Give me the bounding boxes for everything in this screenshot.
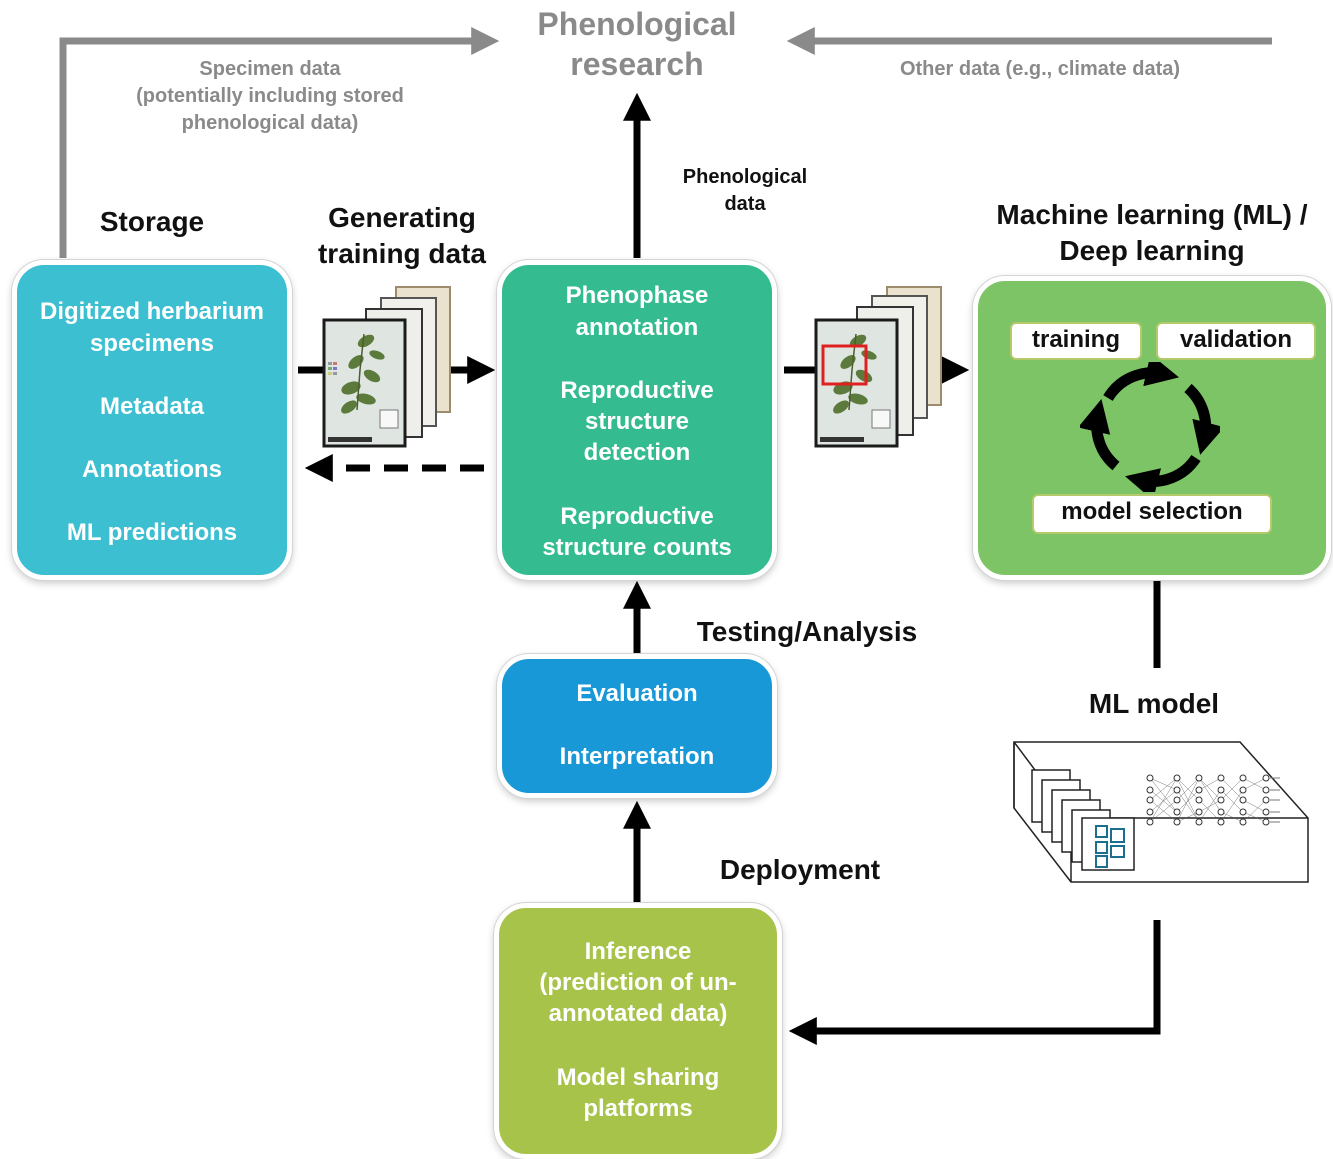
detection-line2: structure [584, 408, 690, 435]
storage-item-ml-predictions: ML predictions [66, 519, 238, 546]
detection-line1: Reproductive [560, 377, 714, 404]
phenological-data-label: Phenological data [655, 164, 835, 218]
phenological-data-line1: Phenological [682, 166, 808, 188]
storage-item-digitized-line1: Digitized herbarium [39, 298, 265, 325]
machine-learning-heading: Machine learning (ML) / Deep learning [960, 197, 1333, 269]
storage-heading: Storage [99, 206, 205, 237]
generating-training-data-heading: Generating training data [290, 200, 514, 272]
inference-box: Inference (prediction of un- annotated d… [494, 903, 782, 1159]
deployment-heading: Deployment [719, 854, 881, 885]
detection-bounding-box [821, 344, 868, 386]
model-sharing-line1: Model sharing [556, 1064, 720, 1091]
storage-item-metadata: Metadata [99, 393, 205, 420]
training-label: training [1010, 322, 1142, 360]
specimen-stack-icon [322, 286, 451, 448]
specimen-data-line3: phenological data) [181, 112, 359, 134]
ml-heading-line1: Machine learning (ML) / [996, 199, 1308, 230]
specimen-data-label: Specimen data (potentially including sto… [100, 56, 440, 137]
phenological-research-title: Phenological research [487, 4, 787, 84]
cycle-arrows-icon [1080, 362, 1220, 492]
model-selection-label: model selection [1032, 494, 1272, 534]
detection-line3: detection [583, 439, 691, 466]
ml-model-heading: ML model [1088, 688, 1220, 719]
specimen-stack-detection-icon [814, 286, 942, 448]
other-data-label: Other data (e.g., climate data) [899, 58, 1181, 80]
generating-line2: training data [317, 238, 486, 269]
phenophase-line1: Phenophase [565, 282, 709, 309]
storage-item-digitized-line2: specimens [89, 330, 215, 357]
model-to-inference-arrow [788, 920, 1161, 1045]
storage-item-annotations: Annotations [82, 456, 222, 483]
counts-line2: structure counts [542, 534, 732, 561]
model-sharing-line2: platforms [583, 1095, 693, 1122]
generating-line1: Generating [328, 202, 476, 233]
ml-heading-line2: Deep learning [1059, 235, 1245, 266]
counts-line1: Reproductive [560, 503, 714, 530]
phenophase-line2: annotation [575, 314, 699, 341]
neural-network-model-icon [1013, 741, 1309, 883]
specimen-data-line1: Specimen data [199, 58, 341, 80]
specimen-data-line2: (potentially including stored [136, 85, 404, 107]
inference-line2: (prediction of un- [539, 969, 737, 996]
interpretation-label: Interpretation [559, 743, 715, 770]
evaluation-box: Evaluation Interpretation [497, 654, 777, 798]
specimen-data-arrow [59, 27, 500, 258]
annotation-box: Phenophase annotation Reproductive struc… [497, 260, 777, 580]
research-title-line2: research [570, 46, 704, 82]
validation-label: validation [1156, 322, 1316, 360]
storage-box: Digitized herbarium specimens Metadata A… [12, 260, 292, 580]
research-title-line1: Phenological [537, 6, 737, 42]
testing-analysis-heading: Testing/Analysis [696, 616, 918, 647]
phenological-data-line2: data [724, 193, 766, 215]
inference-line1: Inference [584, 938, 692, 965]
evaluation-label: Evaluation [576, 680, 698, 707]
inference-line3: annotated data) [548, 1000, 728, 1027]
